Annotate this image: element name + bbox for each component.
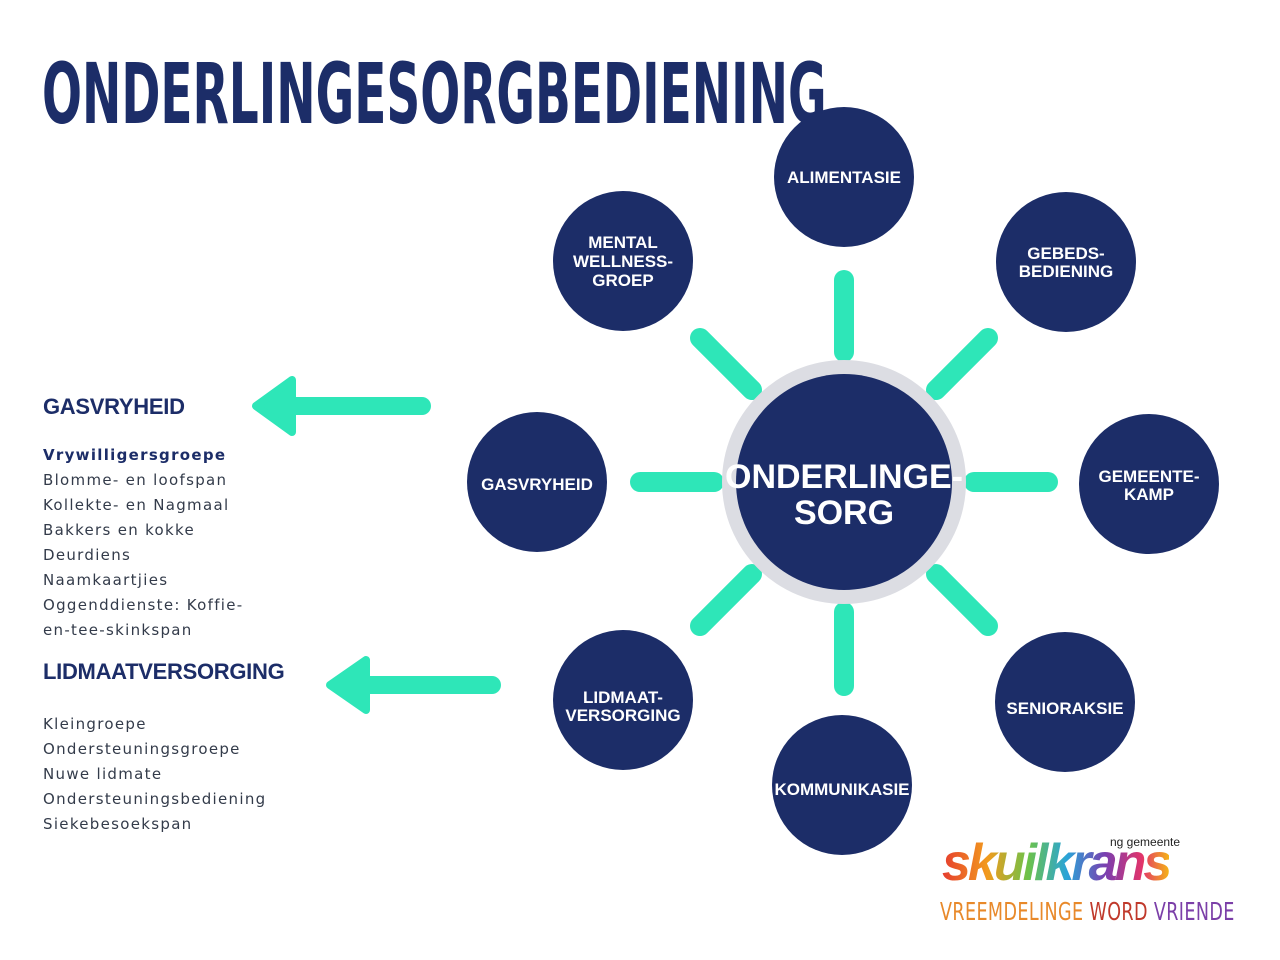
center-label-1: ONDERLINGE- [725,458,963,496]
svg-text:MENTAL: MENTAL [588,233,658,252]
list-item: en-tee-skinkspan [43,621,193,639]
list-item: Deurdiens [43,546,132,564]
spoke-bottom-left [690,564,762,636]
list-item: Nuwe lidmate [43,765,163,783]
gasvryheid-list: Vrywilligersgroepe Blomme- en loofspan K… [43,443,244,643]
list-item: Kleingroepe [43,715,147,733]
svg-text:KOMMUNIKASIE: KOMMUNIKASIE [774,780,909,799]
node-gebedsbediening: GEBEDS- BEDIENING [996,192,1136,332]
spokes [630,270,1058,696]
logo-wordmark: skuilkrans [942,834,1172,892]
node-mental-wellness: MENTAL WELLNESS- GROEP [553,191,693,331]
svg-text:GROEP: GROEP [592,271,653,290]
section-heading-gasvryheid: GASVRYHEID [43,394,185,419]
arrow-left-icon [326,656,501,714]
logo-tagline: VREEMDELINGE WORD VRIENDE [940,897,1235,926]
tagline-word-2: WORD [1089,897,1154,926]
section-heading-lidmaatversorging: LIDMAATVERSORGING [43,659,285,684]
svg-text:VERSORGING: VERSORGING [565,706,680,725]
page-title: ONDERLINGESORGBEDIENING [42,45,827,143]
center-label-2: SORG [794,494,894,532]
list-item: Oggenddienste: Koffie- [43,596,244,614]
list-item: Bakkers en kokke [43,521,195,539]
svg-text:WELLNESS-: WELLNESS- [573,252,673,271]
svg-text:SENIORAKSIE: SENIORAKSIE [1006,699,1123,718]
list-item: Blomme- en loofspan [43,471,228,489]
list-item: Ondersteuningsgroepe [43,740,241,758]
svg-text:ALIMENTASIE: ALIMENTASIE [787,168,901,187]
node-gasvryheid: GASVRYHEID [467,412,607,552]
list-item: Ondersteuningsbediening [43,790,267,808]
list-item: Vrywilligersgroepe [43,446,227,464]
node-senioraksie: SENIORAKSIE [995,632,1135,772]
church-logo: ng gemeente skuilkrans VREEMDELINGE WORD… [938,835,1248,935]
list-item: Naamkaartjies [43,571,169,589]
svg-text:LIDMAAT-: LIDMAAT- [583,688,663,707]
node-alimentasie: ALIMENTASIE [774,107,914,247]
list-item: Siekebesoekspan [43,815,193,833]
svg-text:KAMP: KAMP [1124,485,1174,504]
tagline-word-3: VRIENDE [1153,897,1235,926]
logo-subtitle: ng gemeente [1110,835,1180,849]
node-gemeentekamp: GEMEENTE- KAMP [1079,414,1219,554]
spoke-bottom-right [926,564,998,636]
spoke-top-left [690,328,762,400]
node-lidmaatversorging: LIDMAAT- VERSORGING [553,630,693,770]
center-node: ONDERLINGE- SORG [722,360,966,604]
spoke-top-right [926,328,998,400]
node-kommunikasie: KOMMUNIKASIE [772,715,912,855]
lidmaatversorging-list: Kleingroepe Ondersteuningsgroepe Nuwe li… [43,712,266,837]
svg-text:GEBEDS-: GEBEDS- [1027,244,1104,263]
list-item: Kollekte- en Nagmaal [43,496,230,514]
svg-text:GEMEENTE-: GEMEENTE- [1098,467,1199,486]
svg-text:BEDIENING: BEDIENING [1019,262,1113,281]
tagline-word-1: VREEMDELINGE [940,897,1090,926]
svg-text:GASVRYHEID: GASVRYHEID [481,475,593,494]
arrow-left-icon [252,376,431,436]
